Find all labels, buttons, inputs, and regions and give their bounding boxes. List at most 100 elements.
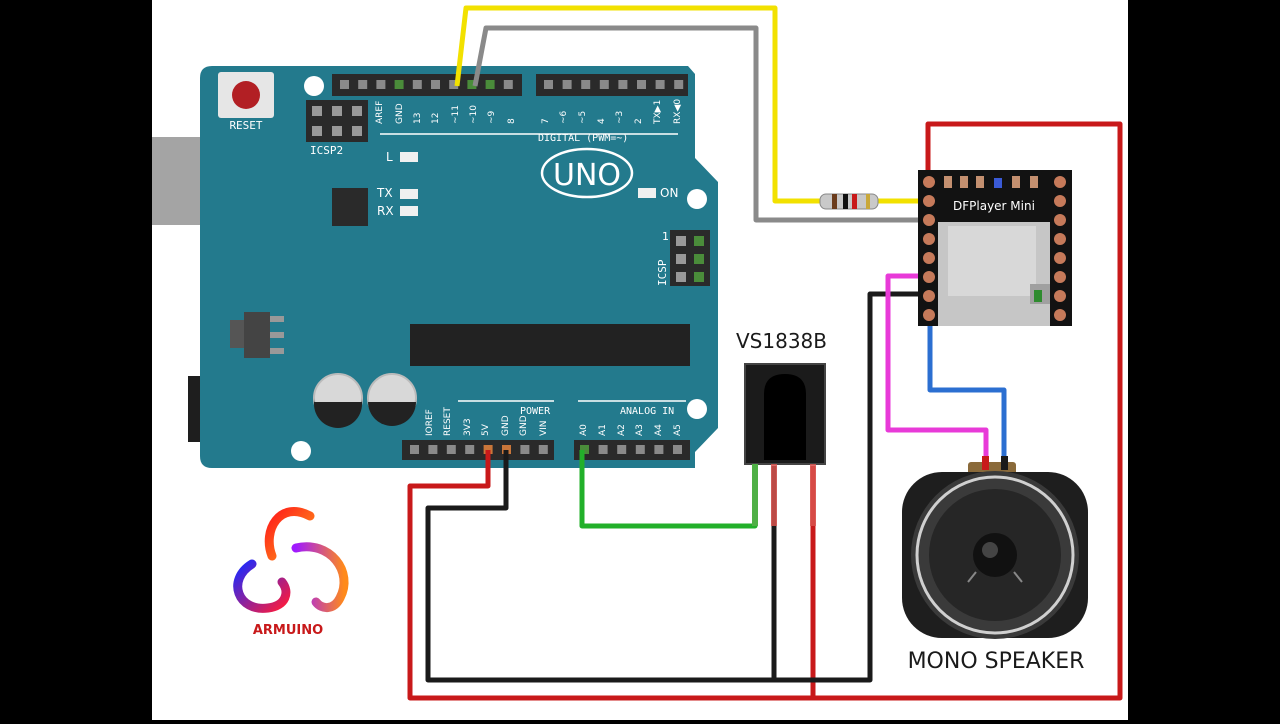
power-pin-label: GND bbox=[501, 415, 511, 436]
digital-pin-label: ~3 bbox=[615, 111, 625, 124]
analog-pin-label: A4 bbox=[654, 424, 664, 436]
wire-red-vcc bbox=[407, 121, 1123, 701]
header-pin bbox=[449, 80, 459, 89]
logo-text: ARMUINO bbox=[253, 623, 323, 638]
dfplayer-pin bbox=[1054, 214, 1066, 226]
header-pin bbox=[598, 445, 608, 454]
power-pin-label: IOREF bbox=[425, 409, 435, 436]
armuino-logo: ARMUINO bbox=[233, 507, 349, 638]
dfplayer-pin bbox=[1054, 195, 1066, 207]
header-pin bbox=[580, 445, 589, 454]
digital-pin-label: 4 bbox=[597, 118, 607, 124]
icsp2-label: ICSP2 bbox=[310, 144, 343, 157]
capacitor bbox=[313, 373, 363, 428]
analog-pin-label: A5 bbox=[673, 424, 683, 436]
dfplayer-pin bbox=[923, 271, 935, 283]
header-pin bbox=[538, 445, 548, 454]
on-label: ON bbox=[660, 186, 678, 200]
header-pin bbox=[483, 445, 493, 454]
ir-receiver: VS1838B bbox=[736, 329, 827, 526]
header-pin bbox=[520, 445, 530, 454]
uno-logo bbox=[540, 147, 634, 199]
dfplayer-pin bbox=[1054, 252, 1066, 264]
dfplayer-pin bbox=[1054, 271, 1066, 283]
atmega-chip bbox=[410, 324, 690, 366]
digital-pin-label: ~5 bbox=[578, 111, 588, 124]
digital-pin-label: ~6 bbox=[559, 110, 569, 124]
digital-pin-label: 8 bbox=[507, 118, 517, 124]
power-label: POWER bbox=[520, 406, 551, 417]
header-pin bbox=[465, 445, 475, 454]
dfplayer-module: DFPlayer Mini bbox=[918, 170, 1072, 326]
header-pin bbox=[410, 445, 419, 454]
power-header bbox=[402, 440, 690, 460]
mount-hole bbox=[687, 399, 707, 419]
header-pin bbox=[654, 445, 664, 454]
power-pin-label: RESET bbox=[443, 407, 453, 436]
power-pin-label: 5V bbox=[481, 423, 491, 436]
header-pin bbox=[655, 80, 665, 89]
header-pin bbox=[467, 80, 477, 89]
resistor bbox=[819, 193, 879, 210]
dfplayer-pin bbox=[1054, 233, 1066, 245]
led-on bbox=[638, 188, 656, 198]
digital-header bbox=[332, 74, 688, 96]
analog-label: ANALOG IN bbox=[620, 406, 674, 417]
header-pin bbox=[635, 445, 645, 454]
digital-pin-label: 7 bbox=[541, 118, 551, 124]
mount-hole bbox=[687, 189, 707, 209]
header-pin bbox=[394, 80, 404, 89]
digital-pin-label: 12 bbox=[431, 113, 441, 124]
led-tx-label: TX bbox=[376, 186, 393, 200]
digital-label: DIGITAL (PWM=~) bbox=[538, 133, 628, 144]
dfplayer-pin bbox=[1054, 176, 1066, 188]
wire-blue bbox=[927, 316, 1007, 470]
digital-pin-label: RX◀0 bbox=[673, 99, 683, 124]
header-pin bbox=[674, 80, 684, 89]
header-pin bbox=[412, 80, 422, 89]
usb-chip bbox=[332, 188, 368, 226]
mount-hole bbox=[304, 76, 324, 96]
voltage-regulator bbox=[230, 312, 284, 358]
wire-yellow bbox=[454, 5, 822, 204]
dfplayer-pin bbox=[923, 176, 935, 188]
reset-label: RESET bbox=[229, 119, 262, 132]
led-l-label: L bbox=[386, 150, 393, 164]
capacitor bbox=[367, 373, 417, 426]
icsp2-header bbox=[306, 100, 368, 142]
mount-hole bbox=[291, 441, 311, 461]
wire-gray bbox=[472, 25, 926, 223]
digital-pin-label: TX▶1 bbox=[653, 100, 663, 125]
header-pin bbox=[673, 445, 682, 454]
dfplayer-pin bbox=[923, 290, 935, 302]
digital-pin-label: ~11 bbox=[451, 105, 461, 124]
mono-speaker: MONO SPEAKER bbox=[902, 456, 1088, 674]
power-pin-label: GND bbox=[519, 415, 529, 436]
header-pin bbox=[428, 445, 438, 454]
led-rx-label: RX bbox=[377, 204, 394, 218]
header-pin bbox=[544, 80, 553, 89]
wire-pink bbox=[885, 273, 989, 470]
led-l bbox=[400, 152, 418, 162]
wire-black-gnd bbox=[425, 291, 926, 683]
dfplayer-label: DFPlayer Mini bbox=[953, 199, 1035, 213]
header-pin bbox=[562, 80, 572, 89]
digital-pin-label: GND bbox=[395, 103, 405, 124]
icsp-header bbox=[670, 230, 710, 286]
dfplayer-pin bbox=[1054, 309, 1066, 321]
header-pin bbox=[637, 80, 646, 89]
analog-pin-label: A3 bbox=[635, 424, 645, 436]
analog-pin-label: A1 bbox=[598, 424, 608, 436]
dfplayer-pin bbox=[923, 252, 935, 264]
header-pin bbox=[502, 445, 511, 454]
header-pin bbox=[599, 80, 609, 89]
digital-pin-label: 13 bbox=[413, 113, 423, 124]
dfplayer-pin bbox=[923, 195, 935, 207]
power-pin-label: VIN bbox=[539, 420, 549, 436]
